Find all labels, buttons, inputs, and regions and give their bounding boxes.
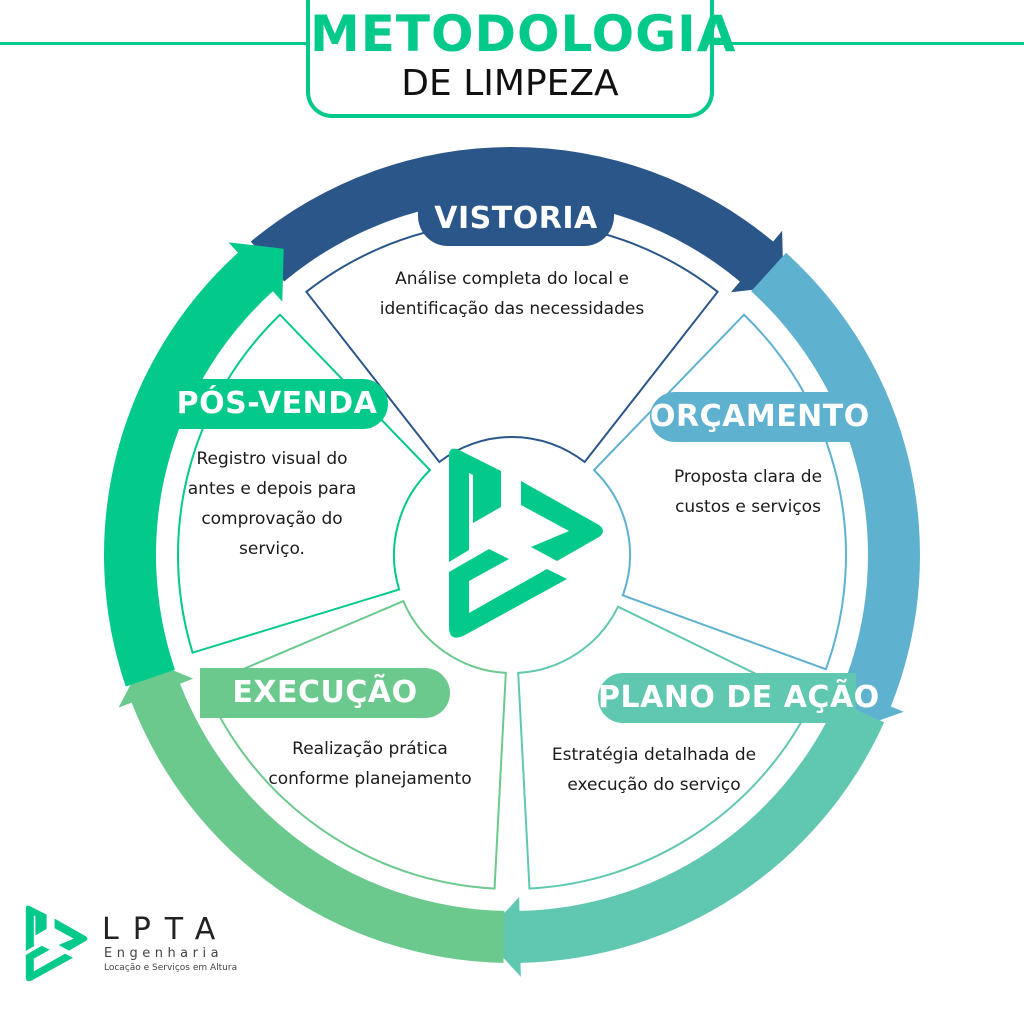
header-box: METODOLOGIA DE LIMPEZA	[306, 0, 737, 118]
step-pill-vistoria: VISTORIA	[418, 192, 614, 246]
step-description-plano: Estratégia detalhada de execução do serv…	[551, 745, 757, 795]
step-description-vistoria: Análise completa do local e identificaçã…	[379, 269, 645, 319]
header-line-right	[712, 42, 1024, 45]
brand-subtitle: Engenharia	[104, 946, 224, 961]
ring-segment-plano	[483, 700, 885, 977]
ring-segment-orcamento	[751, 252, 920, 731]
wedge-outline-posvenda	[177, 313, 432, 654]
lpta-triangle-logo-icon	[449, 448, 603, 638]
wedge-outline-execucao	[203, 599, 507, 890]
ring-segment-vistoria	[250, 146, 784, 293]
ring-segment-posvenda	[103, 242, 284, 687]
brand-tagline: Locação e Serviços em Altura	[104, 963, 238, 973]
brand-name: LPTA	[102, 912, 230, 947]
step-pill-plano: PLANO DE AÇÃO	[598, 673, 879, 723]
header-line-left	[0, 42, 310, 45]
page-title: METODOLOGIA	[310, 5, 737, 63]
step-description-execucao: Realização prática conforme planejamento	[268, 739, 472, 789]
lpta-logo-icon	[25, 905, 88, 982]
step-description-orcamento: Proposta clara de custos e serviços	[673, 467, 823, 517]
wedge-outline-vistoria	[304, 219, 720, 464]
step-description-posvenda: Registro visual do antes e depois para c…	[187, 449, 357, 559]
step-pill-execucao: EXECUÇÃO	[200, 668, 450, 718]
ring-segment-execucao	[118, 658, 505, 963]
wedge-outline-plano	[517, 605, 814, 890]
step-pill-orcamento: ORÇAMENTO	[650, 392, 869, 442]
page-subtitle: DE LIMPEZA	[401, 63, 619, 104]
step-pill-posvenda: PÓS-VENDA	[166, 379, 388, 429]
cycle-ring	[103, 146, 920, 977]
